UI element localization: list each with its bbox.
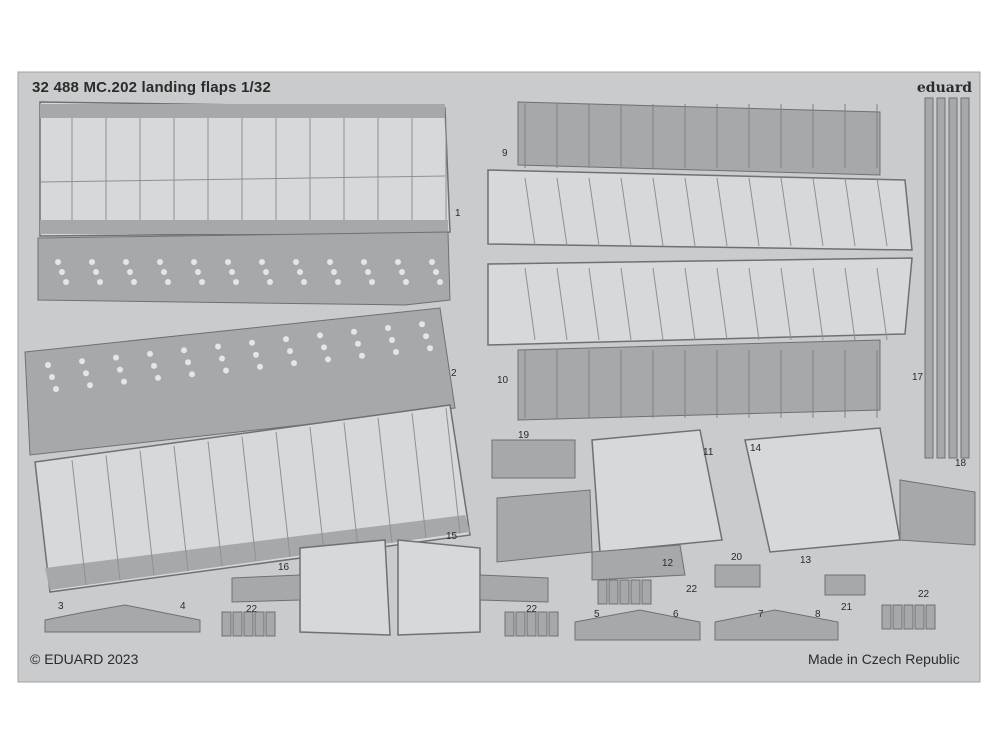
part-number: 22 xyxy=(526,604,538,615)
part-number: 13 xyxy=(800,555,812,566)
part-number: 4 xyxy=(180,601,186,612)
part-3-4 xyxy=(44,604,201,633)
part-20 xyxy=(714,564,761,588)
part-number: 8 xyxy=(815,609,821,620)
part-21 xyxy=(824,574,866,596)
part-9-10-flap xyxy=(487,101,913,421)
sheet-title: 32 488 MC.202 landing flaps 1/32 xyxy=(32,79,272,96)
copyright: © EDUARD 2023 xyxy=(30,651,139,667)
part-number: 7 xyxy=(758,609,764,620)
part-1-flap xyxy=(37,101,451,306)
part-number: 18 xyxy=(955,458,967,469)
part-7-8 xyxy=(714,609,839,641)
part-number: 22 xyxy=(686,584,698,595)
part-number: 22 xyxy=(918,589,930,600)
part-11-12 xyxy=(496,429,723,581)
part-number: 12 xyxy=(662,558,674,569)
part-number: 19 xyxy=(518,430,530,441)
part-number: 10 xyxy=(497,375,509,386)
part-15-16 xyxy=(231,539,549,636)
brand-logo: eduard xyxy=(916,80,972,96)
part-number: 21 xyxy=(841,602,853,613)
part-number: 17 xyxy=(912,372,924,383)
part-number: 6 xyxy=(673,609,679,620)
part-13-14 xyxy=(744,427,976,553)
part-number: 14 xyxy=(750,443,762,454)
part-number: 9 xyxy=(502,148,508,159)
part-number: 5 xyxy=(594,609,600,620)
part-22-groups xyxy=(221,579,936,637)
part-number: 2 xyxy=(451,368,457,379)
origin-label: Made in Czech Republic xyxy=(808,651,960,667)
part-number: 3 xyxy=(58,601,64,612)
part-5-6 xyxy=(574,609,701,641)
part-17-18-strips xyxy=(924,97,970,459)
part-number: 20 xyxy=(731,552,743,563)
part-number: 15 xyxy=(446,531,458,542)
part-number: 11 xyxy=(703,447,714,458)
part-number: 1 xyxy=(455,208,461,219)
part-2-flap xyxy=(24,307,471,593)
part-19 xyxy=(491,439,576,479)
part-number: 22 xyxy=(246,604,258,615)
part-number: 16 xyxy=(278,562,290,573)
